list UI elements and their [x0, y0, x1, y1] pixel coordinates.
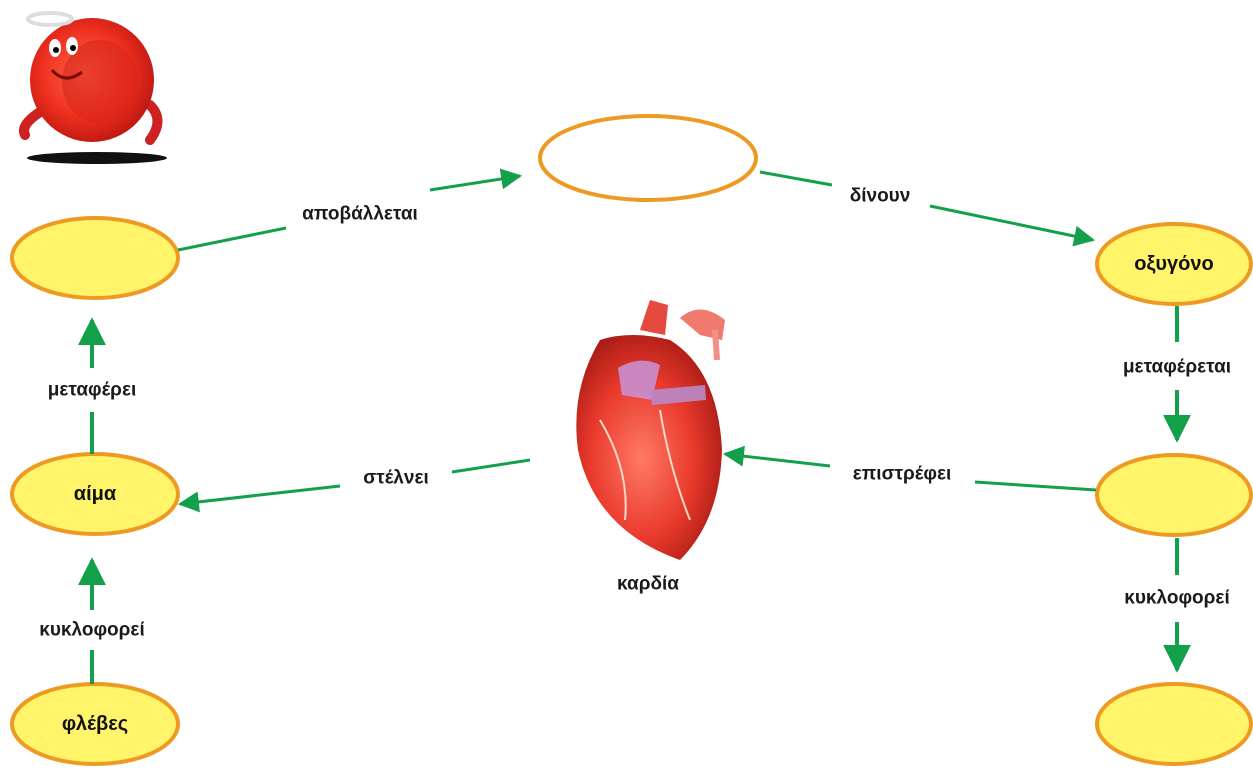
- left-empty-node: [12, 218, 178, 298]
- edge-expelled-arrow: [430, 176, 520, 190]
- edge-label-give: δίνουν: [850, 187, 911, 206]
- edge-returns-line: [975, 482, 1096, 490]
- top-empty-node: [540, 116, 756, 200]
- edge-expelled-line: [178, 228, 286, 250]
- edge-label-returns: επιστρέφει: [853, 465, 952, 484]
- edge-sends-arrow: [180, 486, 340, 504]
- edge-label-sends: στέλνει: [363, 469, 428, 488]
- edge-label-is-carried: μεταφέρεται: [1123, 358, 1231, 377]
- right-bottom-empty-node: [1097, 684, 1251, 764]
- edge-sends-line: [452, 460, 530, 472]
- right-mid-empty-node: [1097, 455, 1251, 535]
- veins-node-text: φλέβες: [62, 714, 128, 734]
- blood-node-text: αίμα: [74, 484, 116, 504]
- heart-illustration-icon: [576, 300, 725, 560]
- oxygen-node-text: οξυγόνο: [1134, 254, 1213, 274]
- edge-label-carries: μεταφέρει: [48, 381, 137, 400]
- edge-label-expelled: αποβάλλεται: [302, 205, 418, 224]
- edge-label-circulates-right: κυκλοφορεί: [1124, 589, 1229, 608]
- red-blood-cell-mascot-icon: [24, 13, 167, 164]
- edge-returns-arrow: [725, 454, 830, 466]
- edge-label-circulates-left: κυκλοφορεί: [39, 621, 144, 640]
- heart-caption: καρδία: [617, 575, 679, 594]
- edge-give-line: [760, 172, 832, 185]
- edge-give-arrow: [930, 206, 1093, 240]
